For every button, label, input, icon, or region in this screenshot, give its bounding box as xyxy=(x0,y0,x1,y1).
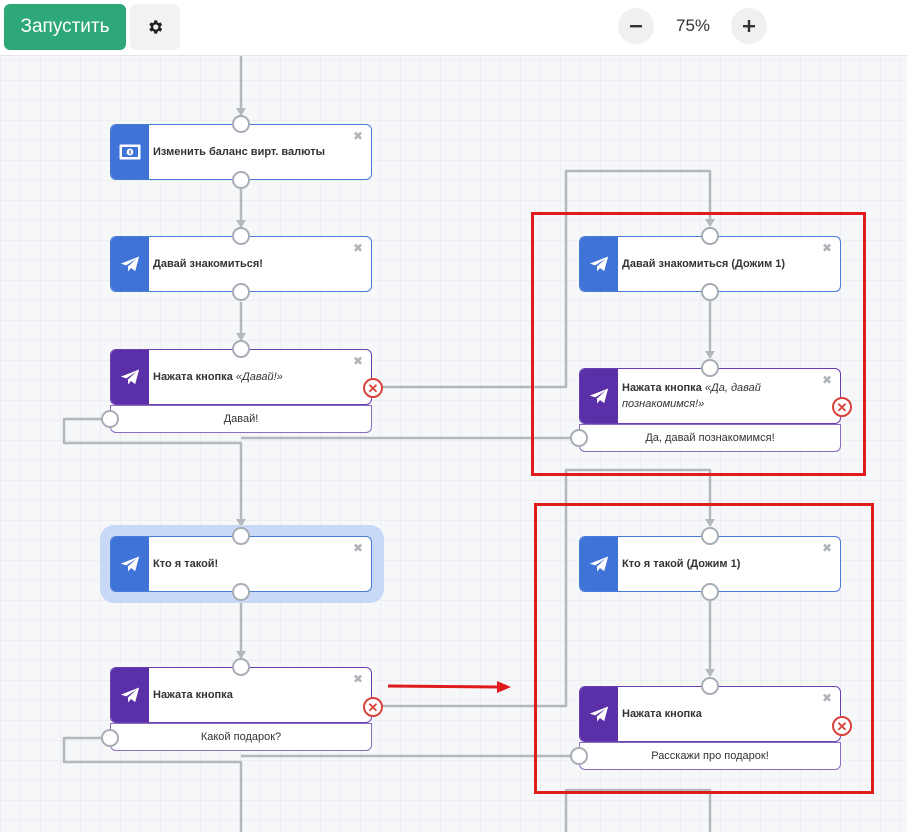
close-icon[interactable]: ✖ xyxy=(821,541,832,555)
button-output-port[interactable] xyxy=(570,429,588,447)
input-port[interactable] xyxy=(232,115,250,133)
input-port[interactable] xyxy=(701,677,719,695)
node-title: Нажата кнопка xyxy=(153,689,233,701)
node-title: Кто я такой (Дожим 1) xyxy=(622,558,741,570)
input-port[interactable] xyxy=(701,359,719,377)
close-icon[interactable]: ✖ xyxy=(352,541,363,555)
output-port[interactable] xyxy=(701,583,719,601)
input-port[interactable] xyxy=(701,527,719,545)
output-port[interactable] xyxy=(232,171,250,189)
input-port[interactable] xyxy=(232,658,250,676)
button-output-port[interactable] xyxy=(101,410,119,428)
zoom-level: 75% xyxy=(675,16,711,35)
node-change-balance[interactable]: Изменить баланс вирт. валюты ✖ xyxy=(110,124,372,180)
reply-button-davai[interactable]: Давай! xyxy=(110,405,372,433)
node-button-pressed-davai[interactable]: Нажата кнопка «Давай!» ✖ xyxy=(110,349,372,405)
node-title: Изменить баланс вирт. валюты xyxy=(153,146,326,158)
node-button-pressed-gift-push[interactable]: Нажата кнопка ✖ xyxy=(579,686,841,742)
telegram-icon xyxy=(589,706,609,722)
reply-button-tell-about-gift[interactable]: Расскажи про подарок! xyxy=(579,742,841,770)
telegram-icon xyxy=(120,256,140,272)
reply-button-which-gift[interactable]: Какой подарок? xyxy=(110,723,372,751)
toolbar: Запустить 75% xyxy=(0,0,907,56)
zoom-out-button[interactable] xyxy=(618,8,654,44)
input-port[interactable] xyxy=(232,340,250,358)
run-button[interactable]: Запустить xyxy=(4,4,126,50)
close-icon[interactable]: ✖ xyxy=(821,691,832,705)
money-icon xyxy=(119,144,141,160)
node-title: Нажата кнопка xyxy=(622,708,702,720)
node-greet[interactable]: Давай знакомиться! ✖ xyxy=(110,236,372,292)
plus-icon xyxy=(743,20,755,32)
annotation-arrow xyxy=(387,681,511,693)
node-who-am-i-push[interactable]: Кто я такой (Дожим 1) ✖ xyxy=(579,536,841,592)
input-port[interactable] xyxy=(232,227,250,245)
close-icon[interactable]: ✖ xyxy=(352,672,363,686)
node-greet-push[interactable]: Давай знакомиться (Дожим 1) ✖ xyxy=(579,236,841,292)
input-port[interactable] xyxy=(232,527,250,545)
telegram-icon xyxy=(120,369,140,385)
node-title: Нажата кнопка «Давай!» xyxy=(153,371,283,383)
error-icon[interactable]: ✕ xyxy=(832,716,852,736)
node-title: Давай знакомиться! xyxy=(153,258,263,270)
close-icon[interactable]: ✖ xyxy=(352,354,363,368)
close-icon[interactable]: ✖ xyxy=(352,241,363,255)
node-title: Нажата кнопка «Да, давай познакомимся!» xyxy=(622,382,761,410)
output-port[interactable] xyxy=(701,283,719,301)
close-icon[interactable]: ✖ xyxy=(352,129,363,143)
button-output-port[interactable] xyxy=(101,729,119,747)
telegram-icon xyxy=(589,388,609,404)
node-title: Кто я такой! xyxy=(153,558,219,570)
telegram-icon xyxy=(120,687,140,703)
settings-button[interactable] xyxy=(130,4,180,50)
error-icon[interactable]: ✕ xyxy=(832,397,852,417)
error-icon[interactable]: ✕ xyxy=(363,378,383,398)
node-who-am-i[interactable]: Кто я такой! ✖ xyxy=(110,536,372,592)
input-port[interactable] xyxy=(701,227,719,245)
telegram-icon xyxy=(589,556,609,572)
output-port[interactable] xyxy=(232,283,250,301)
close-icon[interactable]: ✖ xyxy=(821,373,832,387)
close-icon[interactable]: ✖ xyxy=(821,241,832,255)
minus-icon xyxy=(630,25,642,28)
gear-icon xyxy=(149,20,163,34)
node-title: Давай знакомиться (Дожим 1) xyxy=(622,258,786,270)
telegram-icon xyxy=(120,556,140,572)
reply-button-yes-lets-meet[interactable]: Да, давай познакомимся! xyxy=(579,424,841,452)
button-output-port[interactable] xyxy=(570,747,588,765)
error-icon[interactable]: ✕ xyxy=(363,697,383,717)
telegram-icon xyxy=(589,256,609,272)
zoom-in-button[interactable] xyxy=(731,8,767,44)
output-port[interactable] xyxy=(232,583,250,601)
